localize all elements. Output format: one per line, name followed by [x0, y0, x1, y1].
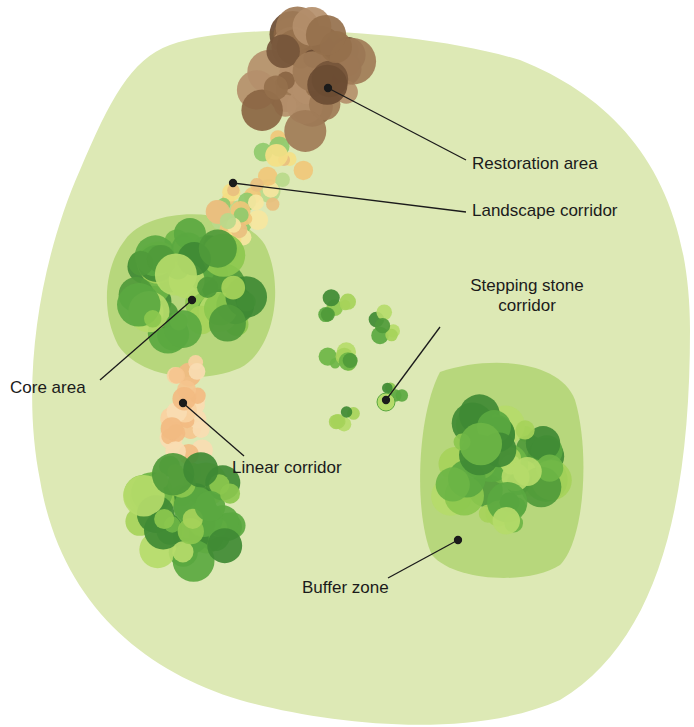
- leader-line: [100, 300, 192, 380]
- patch-circle: [319, 347, 337, 365]
- patch-circle: [266, 198, 279, 211]
- patch-circle: [172, 541, 193, 562]
- patch-circle: [339, 352, 358, 371]
- callout-label: Core area: [10, 378, 86, 398]
- patch-circle: [220, 213, 236, 229]
- leader-line: [233, 183, 466, 212]
- patch-circle: [294, 161, 313, 180]
- callout-label: Linear corridor: [232, 458, 342, 478]
- patch-circle: [183, 452, 218, 487]
- stepping-stone: [377, 393, 395, 411]
- patch-circle: [275, 173, 290, 188]
- callout-label: Landscape corridor: [472, 201, 618, 221]
- patch: [318, 289, 356, 322]
- patch: [319, 342, 358, 371]
- patch: [160, 355, 213, 465]
- patch-circle: [154, 509, 174, 529]
- landscape-ground: [32, 31, 690, 725]
- patch-circle: [264, 76, 288, 100]
- callout-label: Restoration area: [472, 154, 598, 174]
- patch-circle: [513, 457, 542, 486]
- patch-circle: [209, 305, 246, 342]
- leader-lines: [100, 85, 466, 579]
- patch: [329, 406, 360, 431]
- patch-circle: [221, 276, 245, 300]
- patch-circle: [493, 507, 520, 534]
- leader-dot: [189, 297, 196, 304]
- patch-circle: [197, 277, 218, 298]
- patch-circle: [306, 15, 346, 55]
- patch: [237, 6, 376, 152]
- patch: [117, 218, 267, 354]
- patch-circle: [460, 423, 503, 466]
- patch-circle: [220, 484, 240, 504]
- patch-circle: [382, 383, 393, 394]
- leader-dot: [455, 537, 462, 544]
- leader-line: [388, 540, 458, 578]
- patch-circle: [341, 406, 352, 417]
- patch-circle: [343, 353, 358, 368]
- patch-circle: [396, 389, 408, 401]
- patch-circle: [189, 363, 206, 380]
- buffer-zone-shape: [420, 363, 583, 578]
- patch-circle: [144, 310, 161, 327]
- patch: [431, 394, 572, 534]
- patch-circle: [516, 420, 535, 439]
- patch: [369, 305, 400, 345]
- patch-circle: [321, 308, 335, 322]
- patch-circle: [207, 528, 242, 563]
- leader-line: [183, 403, 244, 456]
- patch-circle: [376, 305, 392, 321]
- callout-label: Buffer zone: [302, 578, 389, 598]
- leader-line: [386, 327, 440, 400]
- patch-circle: [375, 318, 390, 333]
- patch: [123, 452, 245, 582]
- leader-dot: [180, 400, 187, 407]
- patch-circle: [155, 254, 197, 296]
- leader-dot: [325, 85, 332, 92]
- patch-circle: [436, 467, 470, 501]
- patch-circle: [199, 230, 237, 268]
- leader-dot: [230, 180, 237, 187]
- patch-circle: [284, 110, 326, 152]
- patch-circle: [323, 289, 340, 306]
- patch-circle: [307, 65, 347, 105]
- patch-circle: [172, 387, 196, 411]
- patch-circle: [340, 294, 356, 310]
- patch-circle: [248, 194, 264, 210]
- callout-label: Stepping stone corridor: [452, 276, 602, 317]
- leader-dot: [383, 397, 390, 404]
- leader-line: [328, 88, 466, 160]
- patch-circle: [161, 417, 183, 439]
- patch-circle: [164, 310, 202, 348]
- patch-circle: [265, 144, 288, 167]
